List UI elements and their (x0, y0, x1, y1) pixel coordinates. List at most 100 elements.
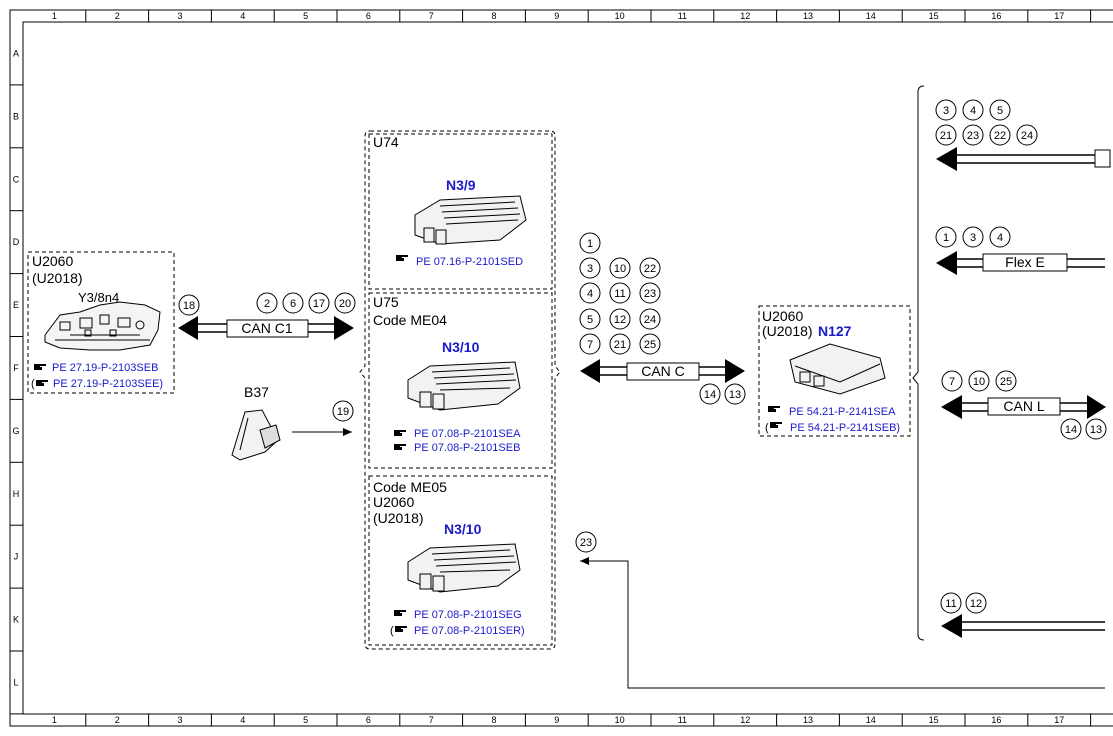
grid-column-label: 11 (678, 715, 687, 725)
connection-marker-label: 24 (644, 314, 656, 326)
connection-marker: 25 (995, 370, 1017, 392)
grid-row-label: B (13, 111, 19, 121)
grid-column-label: 4 (240, 715, 245, 725)
connection-marker-label: 7 (949, 376, 955, 388)
component-code-alt: (U2018) (373, 510, 424, 526)
connection-marker: 10 (609, 257, 631, 279)
bus-can-c[interactable]: CAN C (580, 359, 745, 383)
connection-marker: 11 (609, 282, 631, 304)
grid-row-label: L (13, 677, 18, 687)
bus-can-l[interactable]: CAN L (941, 395, 1106, 419)
reference-link[interactable]: PE 07.08-P-2101SER) (414, 625, 525, 637)
grid-row-label: K (13, 615, 19, 625)
pointing-hand-icon (396, 255, 408, 261)
connection-marker-label: 17 (313, 298, 325, 310)
component-name: B37 (244, 384, 269, 400)
component-code: U2060 (373, 494, 414, 510)
connection-marker-label: 4 (970, 105, 976, 117)
reference-link[interactable]: PE 07.08-P-2101SEA (414, 428, 521, 440)
component-y3-8n4[interactable]: U2060 (U2018) Y3/8n4 PE 27.19-P-2103SEB … (27, 251, 175, 394)
component-boundary (27, 251, 175, 394)
component-boundary (758, 305, 911, 437)
connection-marker: 7 (579, 333, 601, 355)
grid-column-label: 4 (240, 11, 245, 21)
grid-column-label: 3 (177, 715, 182, 725)
connection-marker-label: 14 (704, 389, 716, 401)
connection-marker-label: 3 (587, 263, 593, 275)
connection-marker: 12 (609, 308, 631, 330)
component-n127[interactable]: U2060 (U2018) N127 PE 54.21-P-2141SEA ( … (758, 305, 911, 437)
grid-column-label: 2 (115, 11, 120, 21)
reference-link[interactable]: PE 07.16-P-2101SED (416, 256, 523, 268)
grid-row-label: E (13, 300, 19, 310)
bus-can-c1[interactable]: CAN C1 (178, 316, 354, 340)
bus-row-c[interactable] (936, 147, 1111, 171)
grid-column-label: 8 (491, 715, 496, 725)
connection-marker: 21 (935, 124, 957, 146)
connection-marker: 4 (989, 226, 1011, 248)
connection-marker-label: 21 (940, 130, 952, 142)
component-code-alt: (U2018) (32, 270, 83, 286)
grid-row-label: A (13, 48, 19, 58)
reference-link[interactable]: PE 27.19-P-2103SEB (52, 362, 158, 374)
reference-link[interactable]: PE 27.19-P-2103SEE) (53, 378, 163, 390)
connection-marker: 3 (962, 226, 984, 248)
ecu-icon (407, 543, 521, 593)
connection-marker-label: 6 (290, 298, 296, 310)
pointing-hand-icon (394, 610, 406, 616)
grid-column-label: 13 (803, 11, 813, 21)
connection-marker: 1 (579, 232, 601, 254)
connection-marker-label: 12 (970, 598, 982, 610)
reference-link[interactable]: PE 54.21-P-2141SEB) (790, 422, 900, 434)
grid-column-label: 15 (929, 715, 939, 725)
reference-link[interactable]: PE 54.21-P-2141SEA (789, 406, 896, 418)
grid-column-label: 16 (991, 11, 1001, 21)
bus-flex-e[interactable]: Flex E (936, 251, 1105, 275)
grid-column-label: 14 (866, 715, 876, 725)
component-code: U2060 (762, 308, 803, 324)
grid-column-label: 11 (678, 11, 687, 21)
connection-marker: 5 (989, 99, 1011, 121)
pointing-hand-icon (394, 444, 406, 450)
component-name: N3/9 (446, 177, 476, 193)
component-code: U75 (373, 294, 399, 310)
grid-column-label: 5 (303, 715, 308, 725)
component-u75[interactable]: U75 Code ME04 N3/10 PE 07.08-P-2101SEA P… (368, 292, 553, 469)
pointing-hand-icon (395, 626, 407, 632)
component-me05[interactable]: Code ME05 U2060 (U2018) N3/10 PE 07.08-P… (368, 475, 553, 646)
pointing-hand-icon (34, 364, 46, 370)
ecu-icon (407, 361, 521, 411)
connection-marker-label: 13 (1090, 424, 1102, 436)
connection-marker: 4 (579, 282, 601, 304)
connection-marker-label: 20 (339, 298, 351, 310)
grid-column-label: 9 (554, 11, 559, 21)
connection-marker-label: 12 (614, 314, 626, 326)
component-b37[interactable]: B37 (231, 384, 352, 461)
bus-row-k[interactable] (941, 614, 1105, 638)
connection-marker-label: 22 (994, 130, 1006, 142)
reference-link[interactable]: PE 07.08-P-2101SEG (414, 609, 522, 621)
bus-label: CAN L (1003, 398, 1044, 414)
connection-marker-label: 3 (943, 105, 949, 117)
connection-marker-label: 4 (997, 232, 1003, 244)
pointing-hand-icon (394, 430, 406, 436)
connection-marker: 13 (1085, 418, 1107, 440)
component-name: N127 (818, 323, 852, 339)
connection-marker: 14 (1060, 418, 1082, 440)
connection-marker-label: 1 (587, 238, 593, 250)
component-u74[interactable]: U74 N3/9 PE 07.16-P-2101SED (368, 133, 553, 290)
grid-column-label: 15 (929, 11, 939, 21)
grid-column-label: 5 (303, 11, 308, 21)
grid-row-label: J (14, 552, 19, 562)
grid-column-labels: 1122334455667788991010111112121313141415… (52, 10, 1092, 726)
grid-column-label: 16 (991, 715, 1001, 725)
drawing-frame (9, 9, 1113, 727)
connection-marker: 20 (334, 292, 356, 314)
grid-column-label: 14 (866, 11, 876, 21)
grid-column-label: 7 (429, 715, 434, 725)
grid-row-label: G (12, 426, 19, 436)
reference-link[interactable]: PE 07.08-P-2101SEB (414, 442, 520, 454)
connection-marker: 12 (965, 592, 987, 614)
